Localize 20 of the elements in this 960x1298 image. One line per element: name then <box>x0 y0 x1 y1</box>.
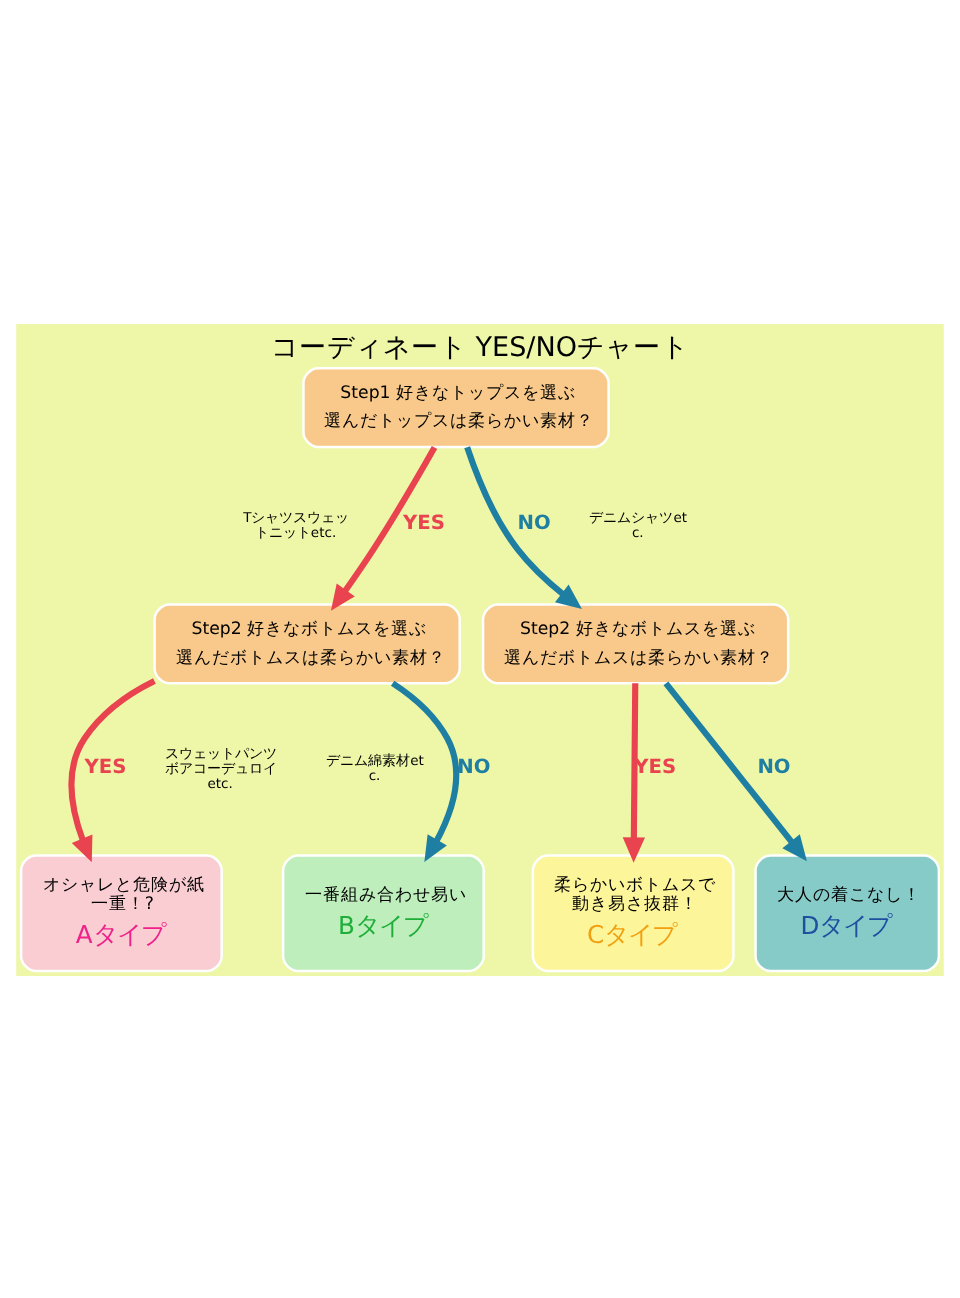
arrow <box>622 682 645 862</box>
diagram-title: コーディネート YES/NOチャート <box>271 330 689 363</box>
node-box: オシャレと危険が紙一重！? Aタイプ <box>19 853 223 972</box>
edge-label: YES <box>634 755 677 778</box>
node-box: Step2 好きなボトムスを選ぶ 選んだボトムスは柔らかい素材？ <box>153 602 461 684</box>
node-box: 柔らかいボトムスで動き易さ抜群！ Cタイプ <box>531 853 735 972</box>
node-box: 一番組み合わせ易い Bタイプ <box>281 853 485 972</box>
edge-label: NO <box>457 755 491 778</box>
arrow <box>464 445 582 608</box>
node-box: 大人の着こなし！ Dタイプ <box>754 853 941 972</box>
arrow <box>330 445 438 610</box>
arrow <box>68 677 156 862</box>
edge-label: YES <box>403 512 445 535</box>
arrow <box>390 679 460 861</box>
edge-label: YES <box>84 755 127 778</box>
edge-label: NO <box>517 512 551 535</box>
edge-label: NO <box>757 755 791 778</box>
node-box: Step1 好きなトップスを選ぶ 選んだトップスは柔らかい素材？ <box>302 366 610 448</box>
arrow <box>663 680 807 861</box>
node-box: Step2 好きなボトムスを選ぶ 選んだボトムスは柔らかい素材？ <box>481 602 790 684</box>
